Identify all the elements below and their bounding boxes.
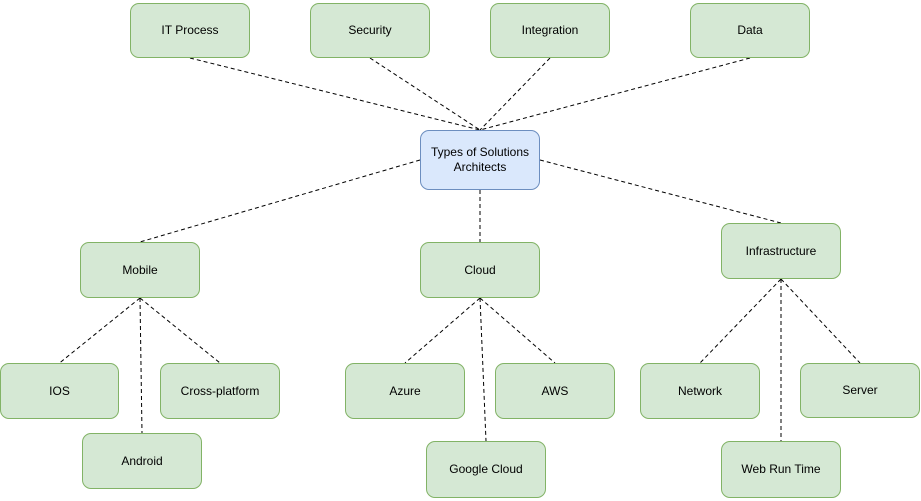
edge-cloud-to-azure xyxy=(404,297,481,364)
node-label: Google Cloud xyxy=(449,462,523,476)
node-security[interactable]: Security xyxy=(310,3,430,58)
node-label: Web Run Time xyxy=(741,462,821,476)
node-mobile[interactable]: Mobile xyxy=(80,242,200,298)
node-it-process[interactable]: IT Process xyxy=(130,3,250,58)
node-server[interactable]: Server xyxy=(800,363,920,418)
edge-security-to-root xyxy=(369,57,481,131)
node-network[interactable]: Network xyxy=(640,363,760,419)
node-azure[interactable]: Azure xyxy=(345,363,465,419)
node-label: Android xyxy=(121,453,163,468)
node-label: IT Process xyxy=(161,23,219,37)
node-label: Cloud xyxy=(464,262,496,277)
node-web-run-time[interactable]: Web Run Time xyxy=(721,441,841,498)
node-label: AWS xyxy=(541,383,569,398)
node-label: Security xyxy=(348,23,392,37)
node-label: Types of Solutions Architects xyxy=(430,145,530,174)
edge-root-to-infrastructure xyxy=(539,159,782,224)
node-label: Mobile xyxy=(122,262,158,277)
edge-data-to-root xyxy=(479,57,751,131)
edge-it-process-to-root xyxy=(189,57,481,131)
node-cloud[interactable]: Cloud xyxy=(420,242,540,298)
node-label: Infrastructure xyxy=(745,243,817,258)
node-ios[interactable]: IOS xyxy=(0,363,119,419)
edge-mobile-to-ios xyxy=(59,297,141,364)
node-label: Integration xyxy=(521,23,579,37)
node-label: Data xyxy=(737,23,763,37)
node-android[interactable]: Android xyxy=(82,433,202,489)
node-google-cloud[interactable]: Google Cloud xyxy=(426,441,546,498)
node-aws[interactable]: AWS xyxy=(495,363,615,419)
edge-mobile-to-android xyxy=(139,297,143,434)
node-label: Server xyxy=(842,383,878,397)
edge-infrastructure-to-network xyxy=(699,278,782,364)
edge-cloud-to-google-cloud xyxy=(479,297,487,442)
node-infrastructure[interactable]: Infrastructure xyxy=(721,223,841,279)
edge-integration-to-root xyxy=(479,57,551,131)
node-root[interactable]: Types of Solutions Architects xyxy=(420,130,540,190)
node-data[interactable]: Data xyxy=(690,3,810,58)
node-label: Network xyxy=(677,383,722,398)
edge-cloud-to-aws xyxy=(479,297,556,364)
node-label: IOS xyxy=(49,383,70,398)
edge-infrastructure-to-server xyxy=(780,278,861,364)
node-label: Cross-platform xyxy=(180,383,260,398)
node-label: Azure xyxy=(389,383,421,398)
edge-mobile-to-cross-platform xyxy=(139,297,221,364)
node-cross-platform[interactable]: Cross-platform xyxy=(160,363,280,419)
edge-root-to-mobile xyxy=(139,159,421,243)
node-integration[interactable]: Integration xyxy=(490,3,610,58)
